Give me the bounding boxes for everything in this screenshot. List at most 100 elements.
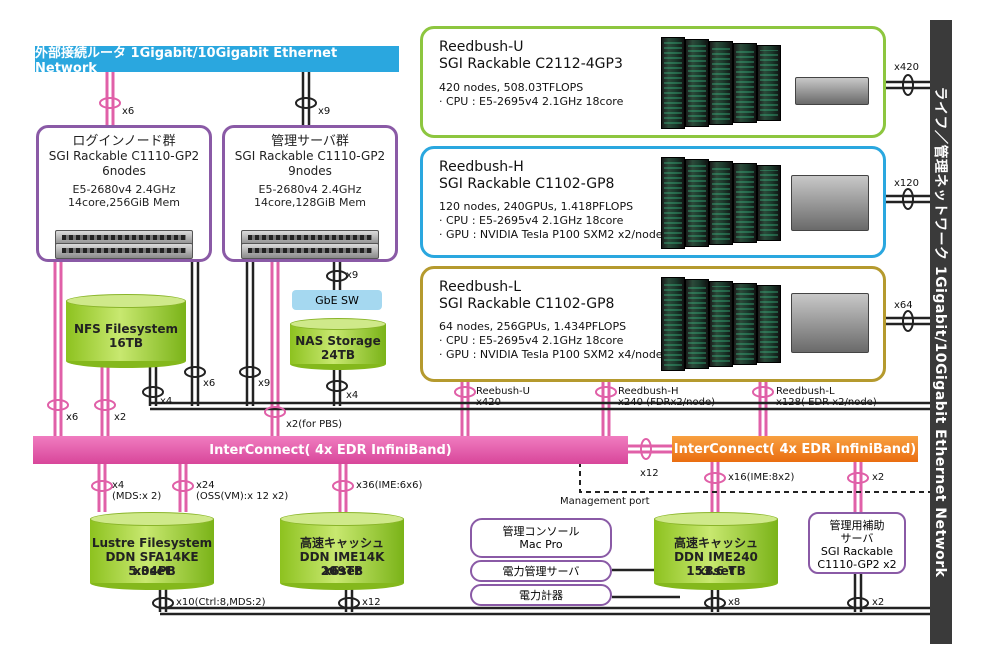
console-model: Mac Pro	[519, 538, 563, 551]
nas-storage: NAS Storage 24TB	[290, 318, 386, 370]
link-label: x4	[346, 390, 359, 401]
rack-image	[757, 165, 781, 241]
rack-image	[733, 43, 757, 123]
gpu-board-image	[791, 175, 869, 231]
link-label: x2(for PBS)	[286, 419, 343, 430]
link-label: x4	[112, 480, 125, 491]
link-label: x9	[346, 270, 359, 281]
reedbush-u-name: Reedbush-U	[439, 39, 524, 55]
link-label: x2	[872, 597, 885, 608]
reedbush-u-cpu: · CPU : E5-2695v4 2.1GHz 18core	[439, 95, 624, 108]
link-label: x10(Ctrl:8,MDS:2)	[176, 597, 266, 608]
power-meter-label: 電力計器	[519, 588, 563, 602]
management-port-label: Management port	[560, 496, 650, 507]
link-label: x4	[160, 396, 173, 407]
fast-cache-ime14k: 高速キャッシュ DDN IME14K x6set 209TB	[280, 512, 404, 590]
cache1-label: 高速キャッシュ	[299, 536, 384, 550]
link-label: x6	[203, 378, 216, 389]
reedbush-u-spec: 420 nodes, 508.03TFLOPS	[439, 81, 584, 94]
rack-image	[661, 37, 685, 129]
lustre-filesystem: Lustre Filesystem DDN SFA14KE x3set 5.04…	[90, 512, 214, 590]
reedbush-h-gpu: · GPU : NVIDIA Tesla P100 SXM2 x2/node	[439, 228, 663, 241]
management-port-line	[579, 462, 936, 493]
lustre-model: DDN SFA14KE x3set	[105, 550, 199, 578]
reedbush-l-panel: Reedbush-L SGI Rackable C1102-GP8 64 nod…	[420, 266, 886, 382]
rack-image	[685, 39, 709, 127]
mgmt-nodes: 9nodes	[288, 164, 332, 178]
aux-l4: C1110-GP2 x2	[817, 558, 897, 571]
aux-l3: SGI Rackable	[820, 545, 894, 558]
link-label: x6	[66, 412, 79, 423]
cache2-model: DDN IME240 x8set	[674, 550, 758, 578]
link-label: x9	[258, 378, 271, 389]
rack-image	[709, 41, 733, 125]
nfs-filesystem: NFS Filesystem 16TB	[66, 294, 186, 368]
aux-l2: サーバ	[840, 532, 874, 545]
interconnect-main-label: InterConnect( 4x EDR InfiniBand)	[209, 442, 452, 458]
link-label: x36(IME:6x6)	[356, 480, 423, 491]
link-label: x8	[728, 597, 741, 608]
link-label: Reebush-U	[476, 386, 530, 397]
power-meter: 電力計器	[470, 584, 612, 606]
management-console: 管理コンソール Mac Pro	[470, 518, 612, 558]
cache1-model: DDN IME14K x6set	[299, 550, 385, 578]
server-image	[55, 243, 193, 259]
reedbush-h-cpu: · CPU : E5-2695v4 2.1GHz 18core	[439, 214, 624, 227]
login-model: SGI Rackable C1110-GP2	[48, 149, 200, 163]
login-title: ログインノード群	[72, 134, 176, 149]
reedbush-l-model: SGI Rackable C1102-GP8	[439, 296, 615, 312]
interconnect-sub-label: InterConnect( 4x EDR InfiniBand)	[673, 441, 917, 457]
link-label: x6	[122, 106, 135, 117]
mgmt-model: SGI Rackable C1110-GP2	[234, 149, 386, 163]
link-label: Reedbush-L	[776, 386, 835, 397]
mgmt-mem: 14core,128GiB Mem	[254, 196, 366, 209]
interconnect-main-bar: InterConnect( 4x EDR InfiniBand)	[33, 436, 628, 464]
link-label: x2	[114, 412, 127, 423]
cable-loops	[47, 74, 914, 609]
gbe-switch-label: GbE SW	[315, 293, 359, 307]
interconnect-sub-bar: InterConnect( 4x EDR InfiniBand)	[672, 436, 918, 462]
rack-image	[733, 163, 757, 243]
rack-image	[661, 157, 685, 249]
management-server-panel: 管理サーバ群 SGI Rackable C1110-GP2 9nodes E5-…	[222, 125, 398, 262]
link-label: (MDS:x 2)	[112, 491, 162, 502]
rack-image	[685, 279, 709, 369]
management-network-label: ライフ／管理ネットワーク 1Gigabit/10Gigabit Ethernet…	[932, 86, 948, 578]
reedbush-l-name: Reedbush-L	[439, 279, 521, 295]
rack-image	[661, 277, 685, 371]
link-label: x9	[318, 106, 331, 117]
gpu-board-image	[791, 293, 869, 353]
login-node-panel: ログインノード群 SGI Rackable C1110-GP2 6nodes E…	[36, 125, 212, 262]
power-management-server: 電力管理サーバ	[470, 560, 612, 582]
external-router-label: 外部接続ルータ 1Gigabit/10Gigabit Ethernet Netw…	[35, 46, 338, 76]
aux-l1: 管理用補助	[829, 519, 885, 532]
console-label: 管理コンソール	[502, 525, 580, 538]
server-board-image	[795, 77, 869, 105]
reedbush-h-spec: 120 nodes, 240GPUs, 1.418PFLOPS	[439, 200, 634, 213]
nfs-label: NFS Filesystem	[73, 322, 179, 336]
fast-cache-ime240: 高速キャッシュ DDN IME240 x8set 153.6 TB	[654, 512, 778, 590]
link-label: x240 (FDRx2/node)	[618, 397, 715, 408]
link-label: x64	[894, 300, 913, 311]
auxiliary-server: 管理用補助 サーバ SGI Rackable C1110-GP2 x2	[808, 512, 906, 574]
reedbush-h-model: SGI Rackable C1102-GP8	[439, 176, 615, 192]
reedbush-l-spec: 64 nodes, 256GPUs, 1.434PFLOPS	[439, 320, 627, 333]
link-label: x120	[894, 178, 920, 189]
reedbush-u-panel: Reedbush-U SGI Rackable C2112-4GP3 420 n…	[420, 26, 886, 138]
reedbush-l-gpu: · GPU : NVIDIA Tesla P100 SXM2 x4/node	[439, 348, 663, 361]
link-label: x24	[196, 480, 215, 491]
link-label: x420	[476, 397, 502, 408]
power-server-label: 電力管理サーバ	[502, 564, 580, 578]
link-label: x420	[894, 62, 920, 73]
nas-label: NAS Storage	[295, 334, 381, 348]
external-router-bar: 外部接続ルータ 1Gigabit/10Gigabit Ethernet Netw…	[35, 46, 399, 76]
management-network-bar: ライフ／管理ネットワーク 1Gigabit/10Gigabit Ethernet…	[930, 20, 952, 644]
login-mem: 14core,256GiB Mem	[68, 196, 180, 209]
link-label: (OSS(VM):x 12 x2)	[196, 491, 289, 502]
reedbush-h-name: Reedbush-H	[439, 159, 524, 175]
server-image	[241, 243, 379, 259]
link-label: x12	[640, 468, 659, 479]
mgmt-cpu: E5-2680v4 2.4GHz	[258, 183, 362, 196]
